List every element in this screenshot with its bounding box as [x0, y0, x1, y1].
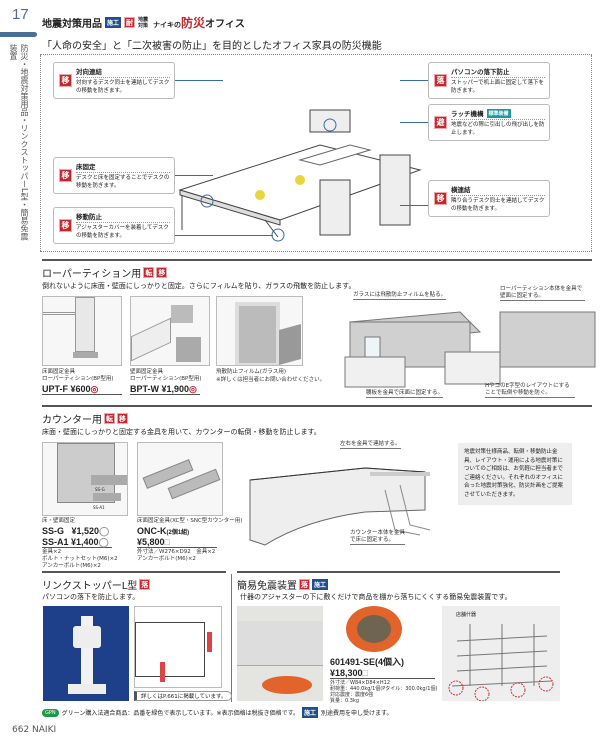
bpt-w-caption: 壁面固定金具 ローパーティション(BP型用) [130, 369, 202, 382]
annotation-layout: HやコのE字型のレイアウトにすることで転倒や移動を防ぐ。 [485, 383, 575, 398]
callout-latch-mechanism: 避ラッチ機構標準装備地震などの際に引出しの飛び出しを防止します。 [428, 104, 550, 141]
green-purchase-icon: GPN [42, 708, 59, 717]
subtitle: 「人命の安全」と「二次被害の防止」を目的としたオフィス家具の防災機能 [42, 41, 382, 52]
page-footer: 662 NAIKI [12, 725, 57, 735]
evade-icon: 避 [434, 116, 447, 129]
counter-title: カウンター用転移 [42, 413, 128, 426]
side-index: 防災・地震対策用品・リンクストッパーL型・簡易免震装置 [9, 44, 29, 241]
annotation-connect: 左右を金具で連結する。 [340, 441, 401, 449]
section-divider [42, 405, 592, 407]
upt-f-price: UPT-F ¥600◎ [42, 384, 122, 395]
onc-k-price: ¥5,800□ [137, 537, 217, 548]
install-badge: 施工 [105, 17, 122, 28]
fall-icon: 落 [434, 74, 447, 87]
callout-facing-connection: 移対向連結対向するデスク同士を連結してデスクの移動を防ぎます。 [53, 62, 175, 99]
isolator-desc: 什器のアジャスターの下に敷くだけで商品を棚から落ちにくくする簡易免震装置です。 [240, 593, 512, 601]
onc-k-label: 床面固定金具(XC型・SNC型カウンター用) [137, 518, 243, 524]
quake-badge: 耐 [124, 17, 136, 28]
move-icon: 移 [434, 192, 447, 205]
bpt-w-image [130, 296, 210, 366]
link-stopper-title: リンクストッパーL型落 [42, 579, 151, 592]
onc-k-image [137, 442, 223, 516]
shelf-drawing: 店舗什器 [442, 606, 560, 701]
fall-icon: 落 [299, 579, 310, 590]
callout-pc-fall-prevention: 落パソコンの落下防止ストッパーで机上面に固定して落下を防ぎます。 [428, 62, 550, 99]
page-number: 17 [12, 6, 29, 23]
annotation-floor: カウンター本体を金具で床に固定する。 [350, 530, 406, 545]
film-image [216, 296, 303, 366]
index-tab [0, 32, 37, 37]
low-partition-desc: 倒れないように床面・壁面にしっかりと固定。さらにフィルムを貼り、ガラスの飛散を防… [42, 282, 356, 290]
upt-f-image [42, 296, 122, 366]
annotation-floor-fix: 腰板を金具で床面に固定する。 [366, 390, 444, 398]
ss-g-price: SS-G ¥1,520◯ [42, 526, 110, 536]
low-partition-title: ローパーティション用転移 [42, 267, 168, 280]
link-stopper-drawing [134, 606, 222, 688]
standard-equipment-tag: 標準装備 [486, 108, 511, 118]
ss-spec: 金具×2 ボルト・ナットセット(M6)×2 アンカーボルト(M6)×2 [42, 549, 118, 569]
onc-k-code: ONC-K(2個1組) [137, 526, 190, 536]
office-layout-illustration [344, 311, 596, 388]
section-divider [42, 571, 226, 573]
counter-desc: 床面・壁面にしっかりと固定する金具を用いて、カウンターの転倒・移動を防止します。 [42, 428, 321, 436]
callout-side-connection: 移横連結隣り合うデスク同士を連結してデスクの移動を防ぎます。 [428, 180, 550, 217]
desk-illustration [178, 109, 422, 242]
isolator-price: ¥18,300□ [330, 668, 435, 679]
move-icon: 移 [59, 74, 72, 87]
onc-k-spec: 外寸法／W276×D92 金具×2 アンカーボルト(M6)×2 [137, 549, 216, 562]
quake-badge-label: 地震対策 [138, 16, 149, 29]
section-divider [237, 571, 560, 573]
consultation-info: 地震対策仕様商品、転倒・移動防止金具、レイアウト・運用による地震対策についてのご… [458, 443, 572, 505]
isolator-disk [346, 606, 402, 652]
move-icon: 移 [117, 413, 128, 424]
counter-illustration [249, 467, 431, 546]
ss-a1-price: SS-A1 ¥1,400◯ [42, 537, 112, 548]
feature-diagram [40, 54, 592, 252]
footer-notes: GPN グリーン購入法適合商品：品番を緑色で表示しています。※表示価格は税抜き価… [42, 707, 392, 718]
upt-f-caption: 床面固定金具 ローパーティション(BP型用) [42, 369, 114, 382]
isolator-photo [237, 606, 323, 701]
isolator-spec: 外寸法／W84×D84×H12 耐荷重：440.0kg/1個(Pタイル：300.… [330, 680, 438, 704]
move-icon: 移 [156, 267, 168, 278]
section-divider [42, 259, 592, 261]
install-badge: 施工 [312, 579, 329, 590]
brand-logo: ナイキの防災オフィス [153, 16, 245, 30]
annotation-glass-film: ガラスには飛散防止フィルムを貼る。 [353, 292, 447, 300]
isolator-title: 簡易免震装置落施工 [237, 579, 329, 592]
annotation-wall-fix: ローパーティション本体を金具で壁面に固定する。 [500, 286, 585, 301]
link-stopper-desc: パソコンの落下を防止します。 [42, 593, 140, 601]
header: 地震対策用品 施工 耐 地震対策 ナイキの防災オフィス [42, 14, 245, 31]
bpt-w-price: BPT-W ¥1,900◎ [130, 384, 200, 395]
film-note: ※詳しくは担当者にお問い合わせください。 [216, 377, 326, 383]
link-stopper-photo [43, 606, 129, 701]
install-badge: 施工 [302, 707, 319, 718]
move-icon: 移 [59, 219, 72, 232]
ss-label: 床・壁面固定 [42, 518, 76, 524]
link-stopper-page-ref[interactable]: 詳しくはP.661に掲載しています。 [134, 691, 232, 701]
overturn-icon: 転 [104, 413, 115, 424]
isolator-code: 601491-SE(4個入) [330, 657, 405, 667]
fall-icon: 落 [139, 579, 151, 590]
category-title: 地震対策用品 [42, 19, 102, 30]
overturn-icon: 転 [143, 267, 155, 278]
move-icon: 移 [59, 169, 72, 182]
column-divider [231, 574, 232, 702]
callout-floor-fixing: 移床固定デスクと床を固定することでデスクの移動を防ぎます。 [53, 157, 175, 194]
film-caption: 飛散防止フィルム(ガラス用) [216, 369, 286, 375]
callout-movement-prevention: 移移動防止アジャスターカバーを装着してデスクの移動を防ぎます。 [53, 207, 175, 244]
